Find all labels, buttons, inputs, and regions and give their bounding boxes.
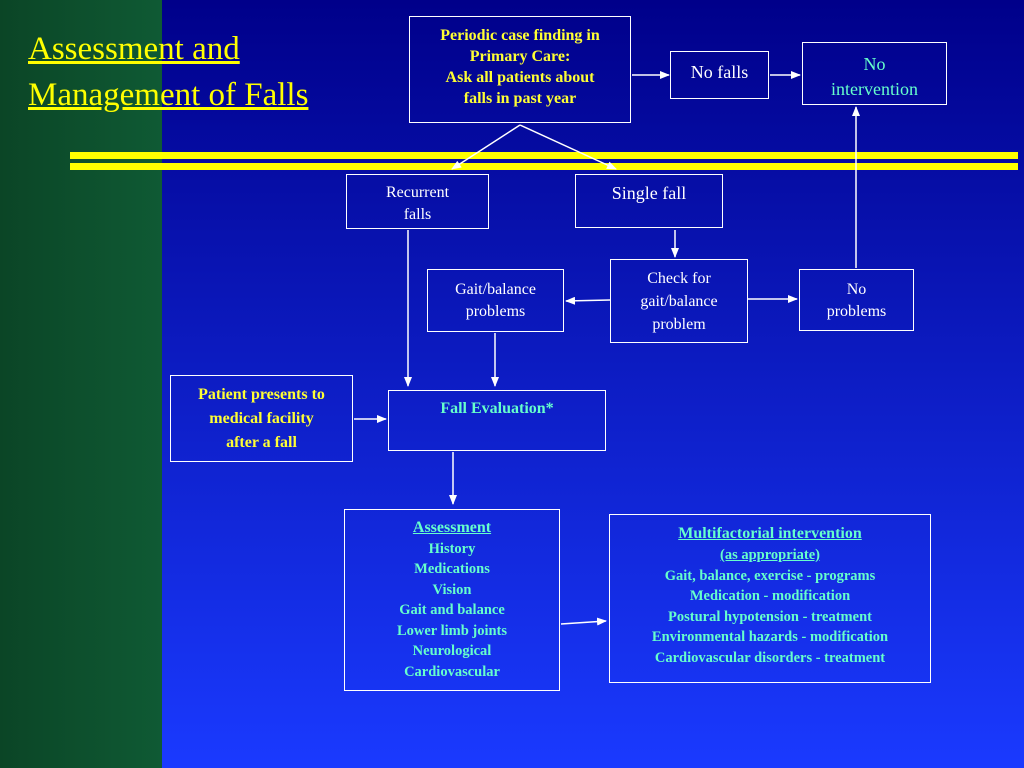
periodic-line-2: Primary Care: (469, 48, 571, 65)
assessment-item: History (428, 540, 476, 557)
no-intervention-box: No intervention (802, 42, 947, 105)
no-intervention-line-1: No (863, 54, 886, 74)
patient-presents-box: Patient presents to medical facility aft… (170, 375, 353, 462)
multifactorial-item: Gait, balance, exercise - programs (664, 567, 876, 584)
fall-evaluation-box: Fall Evaluation* (388, 390, 606, 451)
multifactorial-subheading: (as appropriate) (719, 547, 821, 563)
assessment-item: Neurological (412, 643, 492, 659)
slide-title: Assessment and Management of Falls (28, 26, 408, 118)
periodic-line-4: falls in past year (463, 90, 577, 107)
assessment-box: Assessment History Medications Vision Ga… (344, 509, 560, 691)
left-sidebar-band (0, 0, 162, 768)
divider-line-top (70, 152, 1018, 159)
no-problems-line-1: No (846, 281, 867, 298)
assessment-item: Lower limb joints (396, 622, 508, 639)
title-line-1: Assessment and (28, 31, 240, 67)
multifactorial-heading: Multifactorial intervention (678, 525, 862, 542)
assessment-item: Gait and balance (399, 602, 505, 618)
assessment-item: Cardiovascular (404, 663, 500, 680)
fall-evaluation-label: Fall Evaluation* (440, 400, 554, 417)
no-problems-line-2: problems (826, 303, 887, 320)
recurrent-falls-box: Recurrent falls (346, 174, 489, 229)
single-fall-label: Single fall (611, 183, 687, 203)
arrow-check-to-gait (565, 296, 611, 305)
arrow-periodic-to-single (519, 124, 617, 170)
multifactorial-intervention-box: Multifactorial intervention (as appropri… (609, 514, 931, 683)
arrow-assessment-to-multifactorial (560, 617, 607, 626)
patient-line-3: after a fall (226, 434, 297, 451)
check-gait-balance-box: Check for gait/balance problem (610, 259, 748, 343)
patient-line-2: medical facility (209, 410, 314, 427)
periodic-line-3: Ask all patients about (445, 69, 595, 86)
check-line-3: problem (652, 316, 706, 333)
periodic-line-1: Periodic case finding in (440, 27, 600, 44)
gait-problems-line-2: problems (465, 303, 526, 320)
assessment-heading: Assessment (412, 519, 492, 536)
multifactorial-item: Environmental hazards - modification (651, 629, 889, 645)
check-line-1: Check for (647, 270, 711, 287)
recurrent-line-1: Recurrent (385, 184, 450, 201)
divider-line-bottom (70, 163, 1018, 170)
title-line-2: Management of Falls (28, 77, 309, 113)
multifactorial-item: Postural hypotension - treatment (668, 608, 872, 625)
no-falls-box: No falls (670, 51, 769, 99)
assessment-item: Medications (414, 561, 490, 577)
check-line-2: gait/balance (640, 293, 718, 310)
gait-problems-line-1: Gait/balance (455, 281, 536, 298)
single-fall-box: Single fall (575, 174, 723, 228)
recurrent-line-2: falls (403, 206, 432, 223)
patient-line-1: Patient presents to (198, 386, 325, 403)
periodic-case-finding-box: Periodic case finding in Primary Care: A… (409, 16, 631, 123)
assessment-item: Vision (432, 581, 472, 598)
arrow-periodic-to-recurrent (451, 124, 521, 170)
multifactorial-item: Cardiovascular disorders - treatment (654, 649, 886, 666)
no-problems-box: No problems (799, 269, 914, 331)
no-falls-label: No falls (690, 62, 749, 82)
no-intervention-line-2: intervention (831, 79, 918, 99)
gait-balance-problems-box: Gait/balance problems (427, 269, 564, 332)
multifactorial-item: Medication - modification (689, 588, 851, 604)
